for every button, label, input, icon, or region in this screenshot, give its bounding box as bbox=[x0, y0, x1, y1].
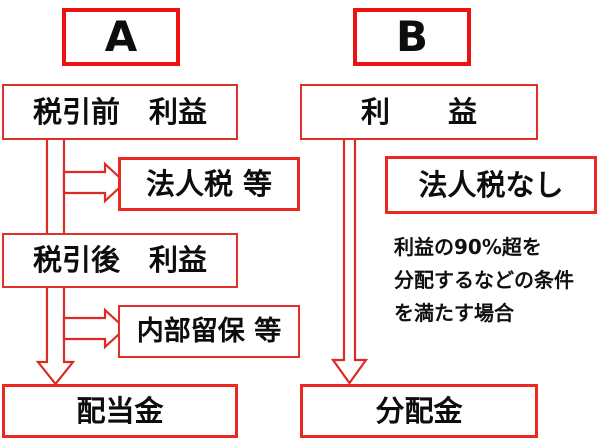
node-distribution: 分配金 bbox=[300, 384, 538, 438]
arrow-right-pretax-to-tax bbox=[62, 161, 127, 204]
note-line-3: を満たす場合 bbox=[394, 301, 514, 325]
arrow-right-aftertax-to-retained bbox=[62, 307, 127, 350]
column-header-b: B bbox=[353, 8, 471, 66]
node-dividend: 配当金 bbox=[2, 384, 238, 438]
node-corporate-tax: 法人税 等 bbox=[118, 157, 300, 211]
node-no-corporate-tax: 法人税なし bbox=[385, 156, 597, 214]
arrow-down-profit-to-distribution bbox=[330, 136, 369, 385]
node-pretax-profit: 税引前 利益 bbox=[2, 84, 238, 140]
arrow-down-aftertax-to-dividend bbox=[35, 284, 76, 386]
node-aftertax-profit: 税引後 利益 bbox=[2, 233, 238, 288]
node-profit: 利 益 bbox=[300, 84, 538, 140]
node-retained-earnings: 内部留保 等 bbox=[118, 305, 300, 358]
note-line-2: 分配するなどの条件 bbox=[394, 268, 574, 292]
note-line-1: 利益の90%超を bbox=[394, 235, 542, 259]
column-header-a: A bbox=[62, 8, 180, 66]
